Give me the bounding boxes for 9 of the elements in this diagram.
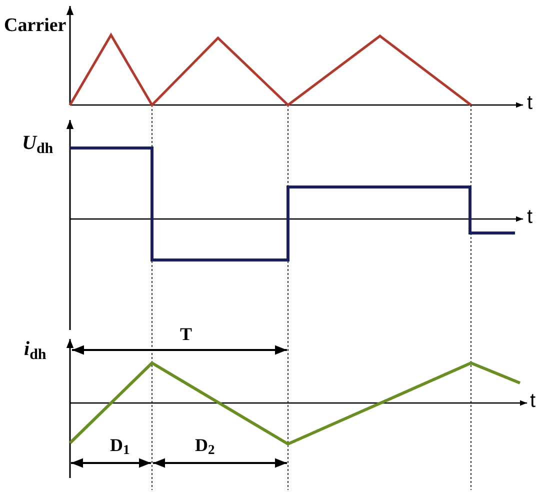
axis-label: i$_{dh}$ xyxy=(24,339,46,359)
axis-label: U$_{dh}$ xyxy=(22,133,54,153)
axis-label: Carrier xyxy=(4,16,66,35)
axis-label: t xyxy=(527,207,533,227)
axis-label: D$_{2}$ xyxy=(195,436,215,454)
axis-label: t xyxy=(527,93,533,113)
axis-label: D$_{1}$ xyxy=(110,436,130,454)
axis-label: t xyxy=(530,391,536,411)
axis-label: T xyxy=(180,325,192,343)
